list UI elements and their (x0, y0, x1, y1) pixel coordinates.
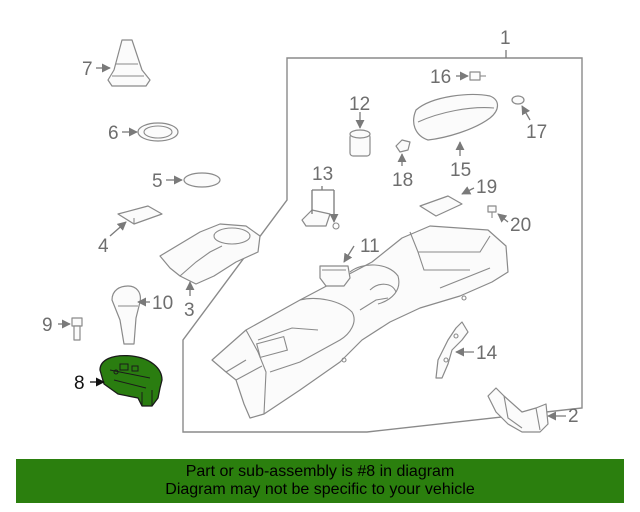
part-11-cup (319, 265, 351, 287)
part-20-screw (487, 205, 497, 218)
leader-13 (311, 186, 334, 222)
part-14-bracket (435, 321, 469, 379)
assembly-frame (182, 57, 583, 433)
callout-18: 18 (392, 170, 413, 191)
part-4-pad (117, 205, 163, 225)
part-5-disc (183, 172, 221, 188)
part-2-bracket (487, 387, 549, 433)
callout-3: 3 (184, 300, 195, 321)
callout-6: 6 (108, 123, 119, 144)
callout-9: 9 (42, 315, 53, 336)
callout-2: 2 (568, 406, 579, 427)
callout-5: 5 (152, 171, 163, 192)
callout-13: 13 (312, 164, 333, 185)
callout-17: 17 (526, 122, 547, 143)
part-9-bolt (71, 317, 83, 341)
part-17-clip (511, 95, 525, 105)
callout-16: 16 (430, 67, 451, 88)
center-console (211, 225, 509, 419)
part-6-ring (137, 122, 179, 142)
part-3-trim-plate (159, 223, 261, 285)
callout-12: 12 (349, 94, 370, 115)
part-info-banner: Part or sub-assembly is #8 in diagram Di… (16, 459, 624, 503)
part-19-mat (419, 195, 463, 217)
banner-line-2: Diagram may not be specific to your vehi… (165, 481, 475, 498)
part-15-lid (413, 93, 499, 141)
leader-4 (109, 221, 127, 237)
leader-20 (497, 213, 509, 223)
part-8-shifter-base (99, 354, 163, 407)
part-16-screw (469, 71, 486, 81)
callout-15: 15 (450, 160, 471, 181)
callout-14: 14 (476, 343, 498, 364)
part-10-shift-knob (111, 285, 141, 345)
leader-17 (521, 105, 531, 121)
callout-7: 7 (82, 59, 93, 80)
part-18-retainer (395, 139, 411, 153)
callout-20: 20 (510, 215, 531, 236)
parts-diagram: 1 2 3 4 5 6 7 8 9 10 11 12 13 14 15 16 1… (42, 28, 583, 433)
leader-19 (461, 186, 475, 195)
banner-line-1: Part or sub-assembly is #8 in diagram (185, 463, 455, 480)
callout-11: 11 (360, 236, 380, 257)
callout-8: 8 (74, 373, 85, 394)
part-7-boot (107, 39, 151, 87)
leader-11 (343, 245, 355, 263)
callout-19: 19 (476, 177, 497, 198)
callout-10: 10 (152, 293, 173, 314)
callout-4: 4 (98, 236, 109, 257)
callout-1: 1 (500, 28, 511, 49)
part-12-cylinder (349, 129, 371, 157)
